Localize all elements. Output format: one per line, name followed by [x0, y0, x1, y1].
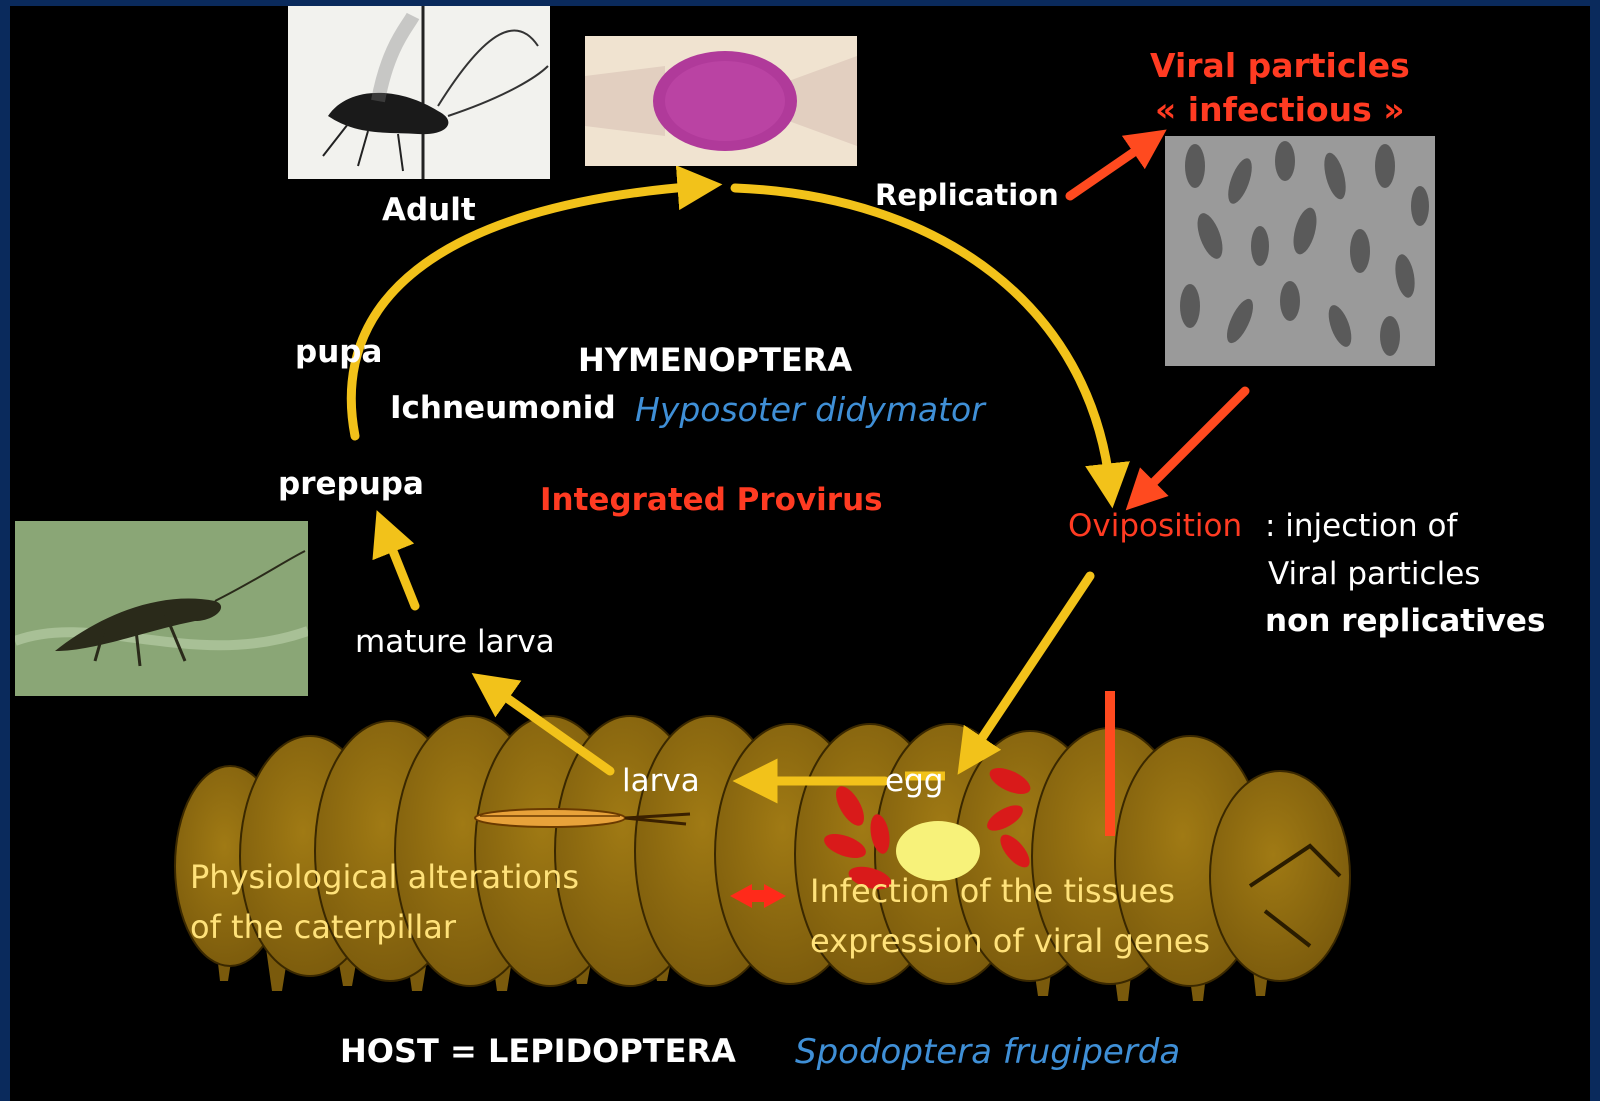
- replication-label: Replication: [875, 178, 1059, 212]
- host-label: HOST = LEPIDOPTERA: [340, 1032, 736, 1070]
- calyx-ovary-photo: [585, 36, 857, 166]
- wasp-on-leaf-photo: [15, 521, 308, 696]
- virion-micrograph: [1165, 136, 1435, 366]
- adult-wasp-photo: [288, 6, 550, 179]
- viral-particles-label: Viral particles: [1150, 46, 1410, 85]
- integrated-provirus-label: Integrated Provirus: [540, 482, 883, 518]
- injection-line1: : injection of: [1265, 508, 1457, 544]
- host-species-label: Spodoptera frugiperda: [795, 1032, 1180, 1072]
- physiological-line1: Physiological alterations: [190, 858, 579, 896]
- egg-label: egg: [885, 763, 943, 799]
- prepupa-label: prepupa: [278, 466, 424, 502]
- pupa-label: pupa: [295, 334, 382, 370]
- mature-larva-label: mature larva: [355, 624, 555, 660]
- infectious-label: « infectious »: [1155, 90, 1405, 129]
- injection-line2: Viral particles: [1268, 556, 1480, 592]
- wasp-species-label: Hyposoter didymator: [635, 390, 985, 429]
- injection-line3: non replicatives: [1265, 603, 1545, 639]
- physiological-line2: of the caterpillar: [190, 908, 456, 946]
- lifecycle-diagram: Adult Replication Viral particles « infe…: [10, 6, 1590, 1101]
- infection-line2: expression of viral genes: [810, 922, 1210, 960]
- infection-line1: Infection of the tissues: [810, 872, 1175, 910]
- ichneumonid-label: Ichneumonid: [390, 390, 616, 426]
- adult-label: Adult: [382, 192, 476, 228]
- hymenoptera-label: HYMENOPTERA: [578, 341, 852, 379]
- oviposition-label: Oviposition: [1068, 508, 1242, 544]
- larva-label: larva: [622, 763, 700, 799]
